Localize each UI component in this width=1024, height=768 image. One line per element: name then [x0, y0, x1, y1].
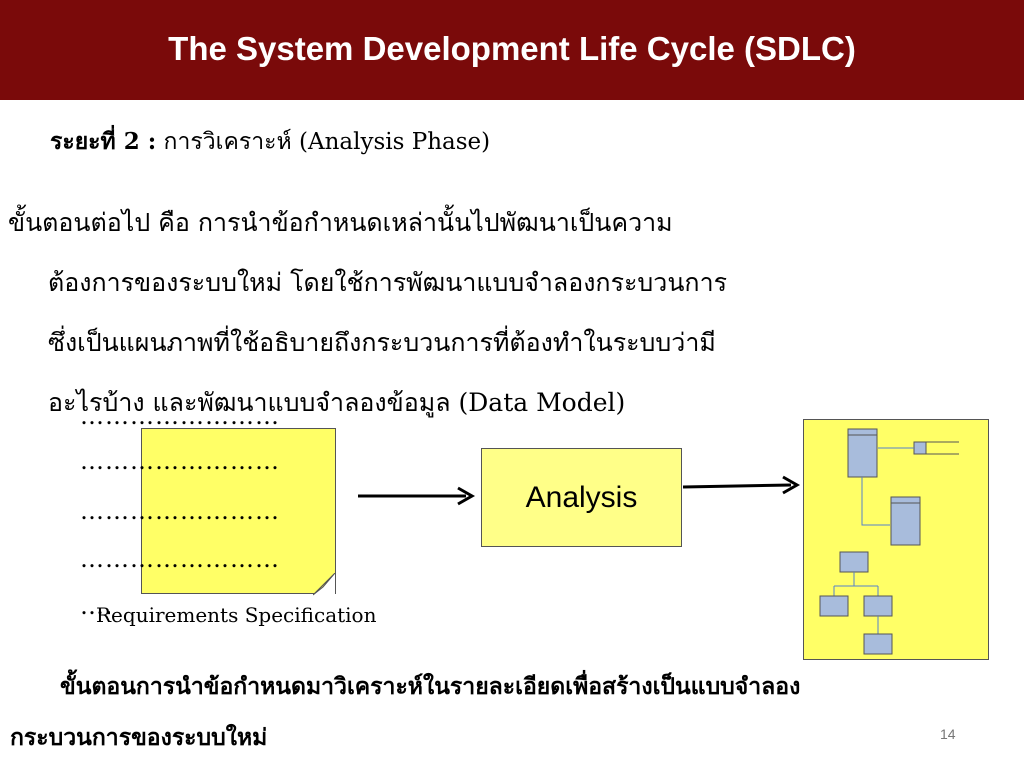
phase-heading: ระยะที่ 2 : การวิเคราะห์ (Analysis Phase…	[50, 124, 490, 160]
summary-line-1: ขั้นตอนการนำข้อกำหนดมาวิเคราะห์ในรายละเอ…	[60, 673, 801, 700]
requirements-note	[141, 428, 336, 594]
slide-title: The System Development Life Cycle (SDLC)	[168, 30, 856, 67]
arrow-to-model-icon	[682, 475, 801, 495]
analysis-label: Analysis	[525, 480, 638, 514]
title-bar: The System Development Life Cycle (SDLC)	[0, 0, 1024, 100]
dotted-line-partial: ……………………	[80, 592, 110, 620]
process-model-diagram	[803, 419, 989, 660]
paragraph-line-1: ขั้นตอนต่อไป คือ การนำข้อกำหนดเหล่านั้นไ…	[8, 208, 673, 237]
arrow-to-analysis-icon	[358, 486, 476, 506]
dotted-line: ……………………	[80, 447, 280, 475]
requirements-label: Requirements Specification	[96, 603, 377, 627]
phase-label: ระยะที่ 2 :	[50, 128, 157, 155]
phase-text: การวิเคราะห์ (Analysis Phase)	[156, 129, 491, 155]
note-fold-corner	[313, 573, 336, 596]
paragraph-line-4: อะไรบ้าง และพัฒนาแบบจำลองข้อมูล (Data Mo…	[48, 388, 626, 417]
dotted-line: ……………………	[80, 402, 280, 430]
summary-line-2: กระบวนการของระบบใหม่	[10, 724, 268, 751]
analysis-box: Analysis	[481, 448, 682, 547]
dotted-line: ……………………	[80, 545, 280, 573]
page-number: 14	[940, 726, 956, 742]
diagram-icon	[819, 428, 959, 655]
dotted-line: ……………………	[80, 497, 280, 525]
paragraph-line-3: ซึ่งเป็นแผนภาพที่ใช้อธิบายถึงกระบวนการที…	[48, 328, 716, 357]
paragraph-line-2: ต้องการของระบบใหม่ โดยใช้การพัฒนาแบบจำลอ…	[48, 268, 728, 297]
